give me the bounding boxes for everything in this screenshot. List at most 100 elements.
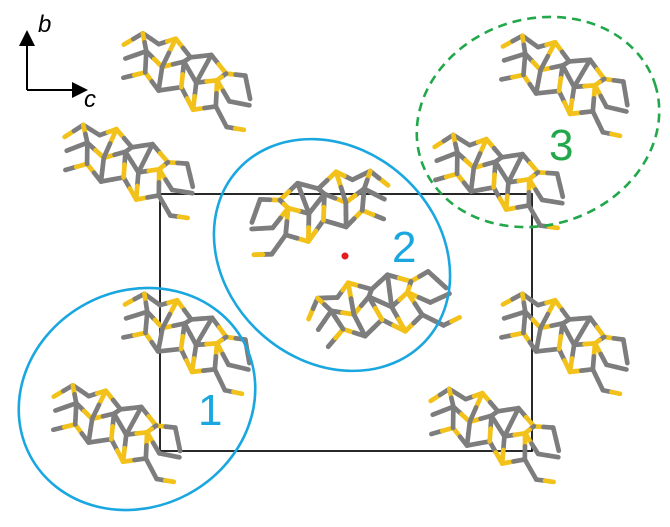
- carbon-bond: [533, 337, 541, 354]
- carbon-bond: [334, 317, 346, 332]
- carbon-bond: [212, 353, 219, 372]
- sulfur-bond: [120, 445, 127, 465]
- carbon-bond: [136, 155, 148, 175]
- b-axis-label: b: [38, 11, 51, 38]
- sulfur-bond: [546, 224, 560, 231]
- sulfur-bond: [190, 93, 197, 113]
- carbon-bond: [357, 322, 368, 339]
- carbon-bond: [143, 141, 155, 161]
- sulfur-bond: [178, 72, 186, 90]
- group-3-label: 3: [549, 121, 573, 170]
- carbon-bond: [101, 141, 113, 161]
- sulfur-bond: [133, 183, 140, 202]
- sulfur-bond: [373, 305, 385, 323]
- sulfur-bond: [176, 214, 190, 221]
- carbon-bond: [348, 296, 357, 317]
- sulfur-bond: [121, 162, 127, 180]
- carbon-bond: [338, 184, 349, 205]
- carbon-bond: [179, 189, 195, 196]
- sulfur-bond: [567, 98, 575, 117]
- carbon-bond: [623, 91, 630, 108]
- inversion-center-dot: [341, 252, 349, 260]
- sulfur-bond: [107, 126, 119, 146]
- molecule: [306, 269, 462, 350]
- group-3-ellipse: [415, 15, 661, 229]
- carbon-bond: [522, 443, 528, 462]
- carbon-bond: [123, 418, 137, 438]
- carbon-bond: [359, 197, 366, 213]
- molecule: [121, 291, 252, 397]
- carbon-bond: [506, 165, 518, 185]
- sulfur-bond: [178, 333, 186, 352]
- carbon-bond: [450, 414, 456, 431]
- molecule: [428, 386, 562, 485]
- carbon-bond: [468, 177, 475, 194]
- carbon-bond: [412, 301, 425, 318]
- molecule: [62, 122, 196, 221]
- carbon-bond: [156, 179, 162, 198]
- sulfur-bond: [162, 478, 177, 485]
- sulfur-bond: [345, 280, 354, 301]
- carbon-bond: [521, 61, 527, 78]
- group-1-ellipse: [17, 286, 257, 512]
- carbon-bond: [538, 53, 551, 73]
- carbon-bond: [187, 172, 196, 190]
- carbon-bond: [143, 319, 149, 336]
- sulfur-bond: [545, 39, 558, 59]
- carbon-bond: [98, 167, 105, 184]
- carbon-bond: [201, 315, 215, 334]
- molecule: [432, 132, 566, 231]
- carbon-bond: [89, 402, 102, 422]
- molecule: [249, 168, 391, 258]
- carbon-bond: [590, 95, 597, 114]
- carbon-bond: [249, 208, 259, 225]
- sulfur-bond: [491, 172, 497, 190]
- sulfur-bond: [305, 225, 312, 244]
- carbon-bond: [464, 431, 471, 448]
- carbon-bond: [623, 349, 630, 366]
- sulfur-bond: [542, 478, 556, 485]
- sulfur-bond: [96, 388, 109, 408]
- carbon-bond: [237, 100, 252, 108]
- carbon-bond: [249, 226, 265, 232]
- carbon-bond: [471, 151, 483, 171]
- carbon-bond: [385, 272, 392, 294]
- carbon-bond: [236, 364, 251, 372]
- molecule: [499, 33, 630, 139]
- carbon-bond: [143, 442, 149, 461]
- carbon-bond: [614, 364, 629, 372]
- sulfur-bond: [609, 389, 623, 397]
- carbon-bond: [590, 353, 597, 372]
- sulfur-bond: [473, 390, 485, 410]
- carbon-bond: [579, 57, 593, 76]
- carbon-bond: [614, 106, 629, 114]
- c-axis-label: c: [84, 86, 96, 113]
- molecules-layer: [51, 30, 630, 485]
- carbon-bond: [300, 196, 312, 216]
- carbon-bond: [167, 452, 182, 460]
- sulfur-bond: [321, 204, 327, 223]
- molecule: [499, 291, 630, 397]
- group-2-label: 2: [392, 223, 416, 272]
- carbon-bond: [295, 180, 306, 201]
- carbon-bond: [245, 84, 253, 102]
- molecule: [51, 382, 183, 485]
- carbon-bond: [213, 90, 219, 109]
- carbon-bond: [160, 311, 173, 331]
- sulfur-bond: [396, 316, 408, 334]
- carbon-bond: [434, 277, 449, 291]
- carbon-bond: [553, 436, 562, 454]
- carbon-bond: [579, 315, 593, 334]
- carbon-bond: [175, 436, 183, 454]
- sulfur-bond: [167, 297, 180, 317]
- carbon-bond: [549, 199, 565, 206]
- carbon-bond: [454, 160, 460, 177]
- carbon-bond: [521, 319, 527, 336]
- carbon-bond: [283, 219, 290, 238]
- sulfur-bond: [499, 447, 506, 466]
- sulfur-bond: [251, 252, 266, 258]
- carbon-bond: [155, 337, 163, 354]
- carbon-bond: [545, 453, 561, 460]
- group-2-ellipse: [212, 137, 452, 373]
